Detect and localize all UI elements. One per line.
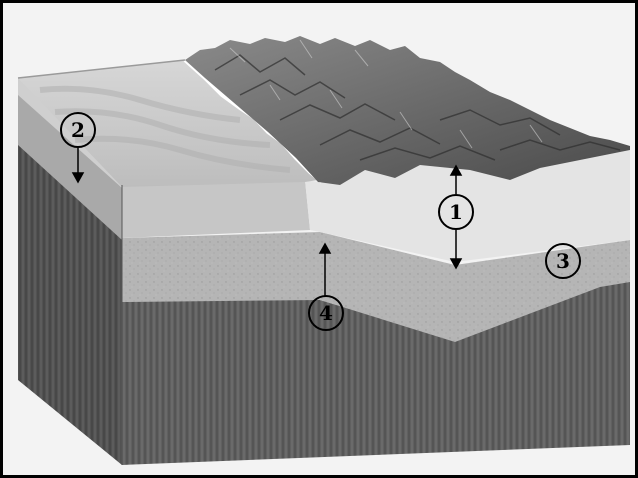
label-1-text: 1 xyxy=(449,200,463,224)
block-front-ocean xyxy=(122,180,310,238)
label-3-text: 3 xyxy=(556,249,570,273)
label-4-text: 4 xyxy=(319,301,333,325)
label-2-text: 2 xyxy=(71,118,85,142)
